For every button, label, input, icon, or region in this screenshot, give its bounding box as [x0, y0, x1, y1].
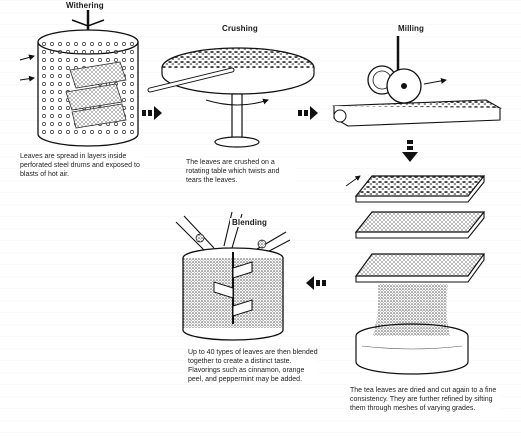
blending-title: Blending: [230, 218, 270, 227]
blending-caption: Up to 40 types of leaves are then blende…: [188, 348, 318, 384]
withering-drum: [19, 10, 139, 147]
milling-title: Milling: [396, 24, 427, 33]
flow-arrow-2: [298, 106, 318, 120]
crushing-caption: The leaves are crushed on a rotating tab…: [186, 158, 296, 185]
crushing-title: Crushing: [220, 24, 260, 33]
flow-arrow-3: [402, 140, 418, 162]
sifting-meshes: [345, 175, 486, 375]
withering-caption: Leaves are spread in layers inside perfo…: [20, 152, 144, 179]
milling-caption: The tea leaves are dried and cut again t…: [350, 386, 500, 413]
flow-arrow-1: [142, 106, 162, 120]
flow-arrow-4: [306, 276, 326, 290]
blending-drum: [175, 211, 291, 341]
crushing-table: [147, 47, 315, 148]
withering-title: Withering: [64, 1, 106, 10]
milling-machine: [332, 36, 502, 127]
